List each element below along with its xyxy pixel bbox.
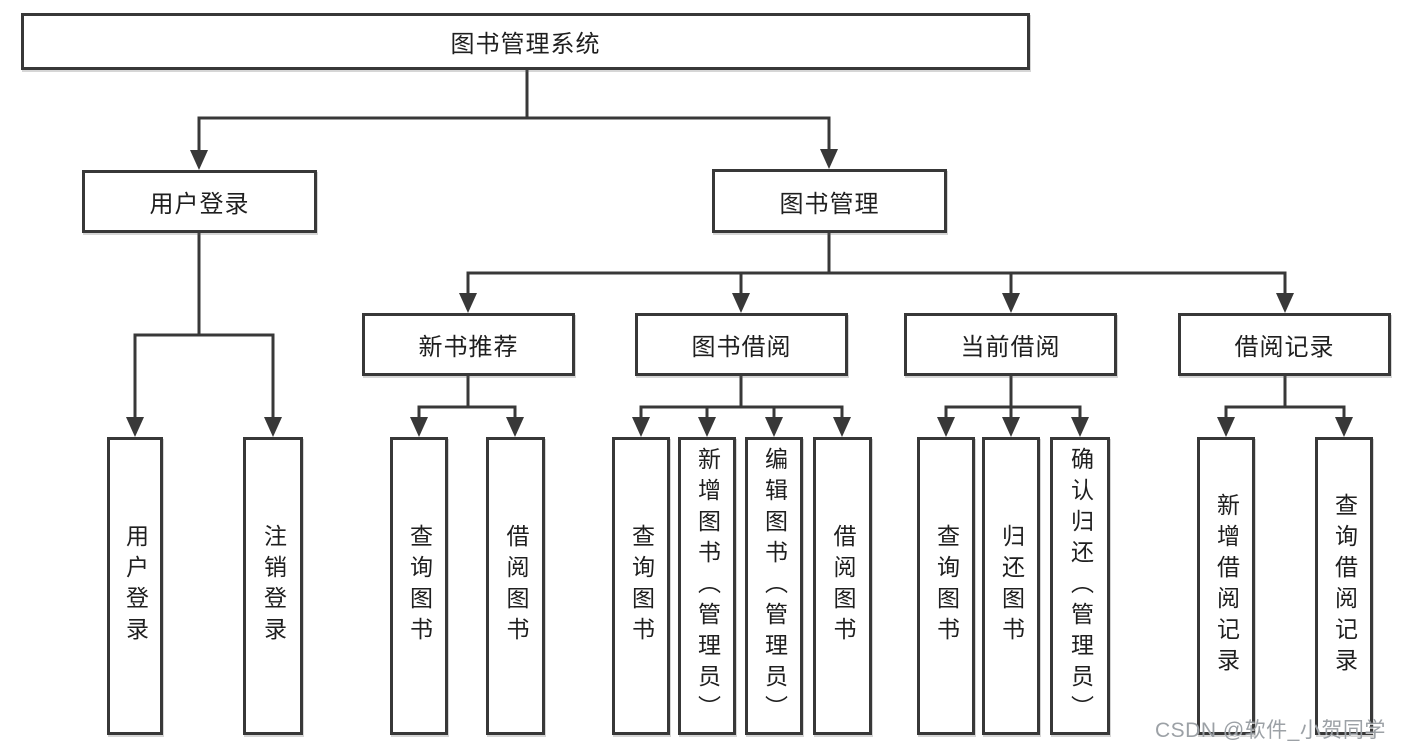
leaf-logout: 注销登录 — [243, 437, 303, 735]
arrowhead-icon — [1217, 417, 1235, 437]
leaf-return-book: 归还图书 — [982, 437, 1040, 735]
leaf-label: 归还图书 — [998, 524, 1025, 648]
node-borrow-record-label: 借阅记录 — [1234, 334, 1335, 361]
leaf-label: 编辑图书（管理员） — [761, 446, 788, 726]
arrowhead-icon — [698, 417, 716, 437]
leaf-label: 用户登录 — [122, 524, 149, 648]
leaf-label: 新增图书（管理员） — [694, 446, 721, 726]
arrowhead-icon — [1002, 293, 1020, 313]
arrowhead-icon — [1071, 417, 1089, 437]
node-current-borrow: 当前借阅 — [904, 313, 1117, 376]
arrowhead-icon — [190, 150, 208, 170]
node-root: 图书管理系统 — [21, 13, 1030, 70]
leaf-user-login: 用户登录 — [107, 437, 163, 735]
arrowhead-icon — [1002, 417, 1020, 437]
leaf-borrow-book: 借阅图书 — [813, 437, 872, 735]
node-root-label: 图书管理系统 — [450, 31, 601, 58]
node-borrow-record: 借阅记录 — [1178, 313, 1391, 376]
node-book-management: 图书管理 — [712, 169, 947, 233]
arrowhead-icon — [820, 149, 838, 169]
leaf-label: 借阅图书 — [503, 524, 529, 648]
arrowhead-icon — [937, 417, 955, 437]
node-user-login-label: 用户登录 — [149, 191, 250, 218]
arrowhead-icon — [632, 417, 650, 437]
arrowhead-icon — [410, 417, 428, 437]
leaf-label: 注销登录 — [260, 524, 287, 648]
arrowhead-icon — [1335, 417, 1353, 437]
leaf-query-book-recommend: 查询图书 — [390, 437, 448, 735]
arrowhead-icon — [732, 293, 750, 313]
leaf-label: 查询图书 — [406, 524, 433, 648]
node-new-book-recommend-label: 新书推荐 — [418, 334, 519, 361]
node-current-borrow-label: 当前借阅 — [960, 334, 1061, 361]
leaf-borrow-book-recommend: 借阅图书 — [486, 437, 545, 735]
leaf-label: 新增借阅记录 — [1213, 493, 1240, 679]
arrowhead-icon — [1276, 293, 1294, 313]
leaf-query-borrow-record: 查询借阅记录 — [1315, 437, 1373, 735]
node-book-borrow-label: 图书借阅 — [691, 334, 792, 361]
arrowhead-icon — [264, 417, 282, 437]
leaf-label: 确认归还（管理员） — [1067, 446, 1094, 726]
leaf-label: 查询借阅记录 — [1331, 493, 1358, 679]
arrowhead-icon — [126, 417, 144, 437]
leaf-label: 查询图书 — [933, 524, 960, 648]
node-user-login: 用户登录 — [82, 170, 317, 233]
leaf-query-book-current: 查询图书 — [917, 437, 975, 735]
leaf-confirm-return-admin: 确认归还（管理员） — [1050, 437, 1110, 735]
node-book-management-label: 图书管理 — [779, 190, 880, 218]
arrowhead-icon — [765, 417, 783, 437]
leaf-label: 查询图书 — [628, 524, 655, 648]
watermark: CSDN @软件_小贺同学 — [1155, 719, 1386, 742]
leaf-add-borrow-record: 新增借阅记录 — [1197, 437, 1255, 735]
node-book-borrow: 图书借阅 — [635, 313, 848, 376]
arrowhead-icon — [459, 293, 477, 313]
leaf-add-book-admin: 新增图书（管理员） — [678, 437, 736, 735]
leaf-label: 借阅图书 — [830, 524, 856, 648]
leaf-edit-book-admin: 编辑图书（管理员） — [745, 437, 803, 735]
arrowhead-icon — [506, 417, 524, 437]
node-new-book-recommend: 新书推荐 — [362, 313, 575, 376]
leaf-query-book-borrow: 查询图书 — [612, 437, 670, 735]
arrowhead-icon — [833, 417, 851, 437]
